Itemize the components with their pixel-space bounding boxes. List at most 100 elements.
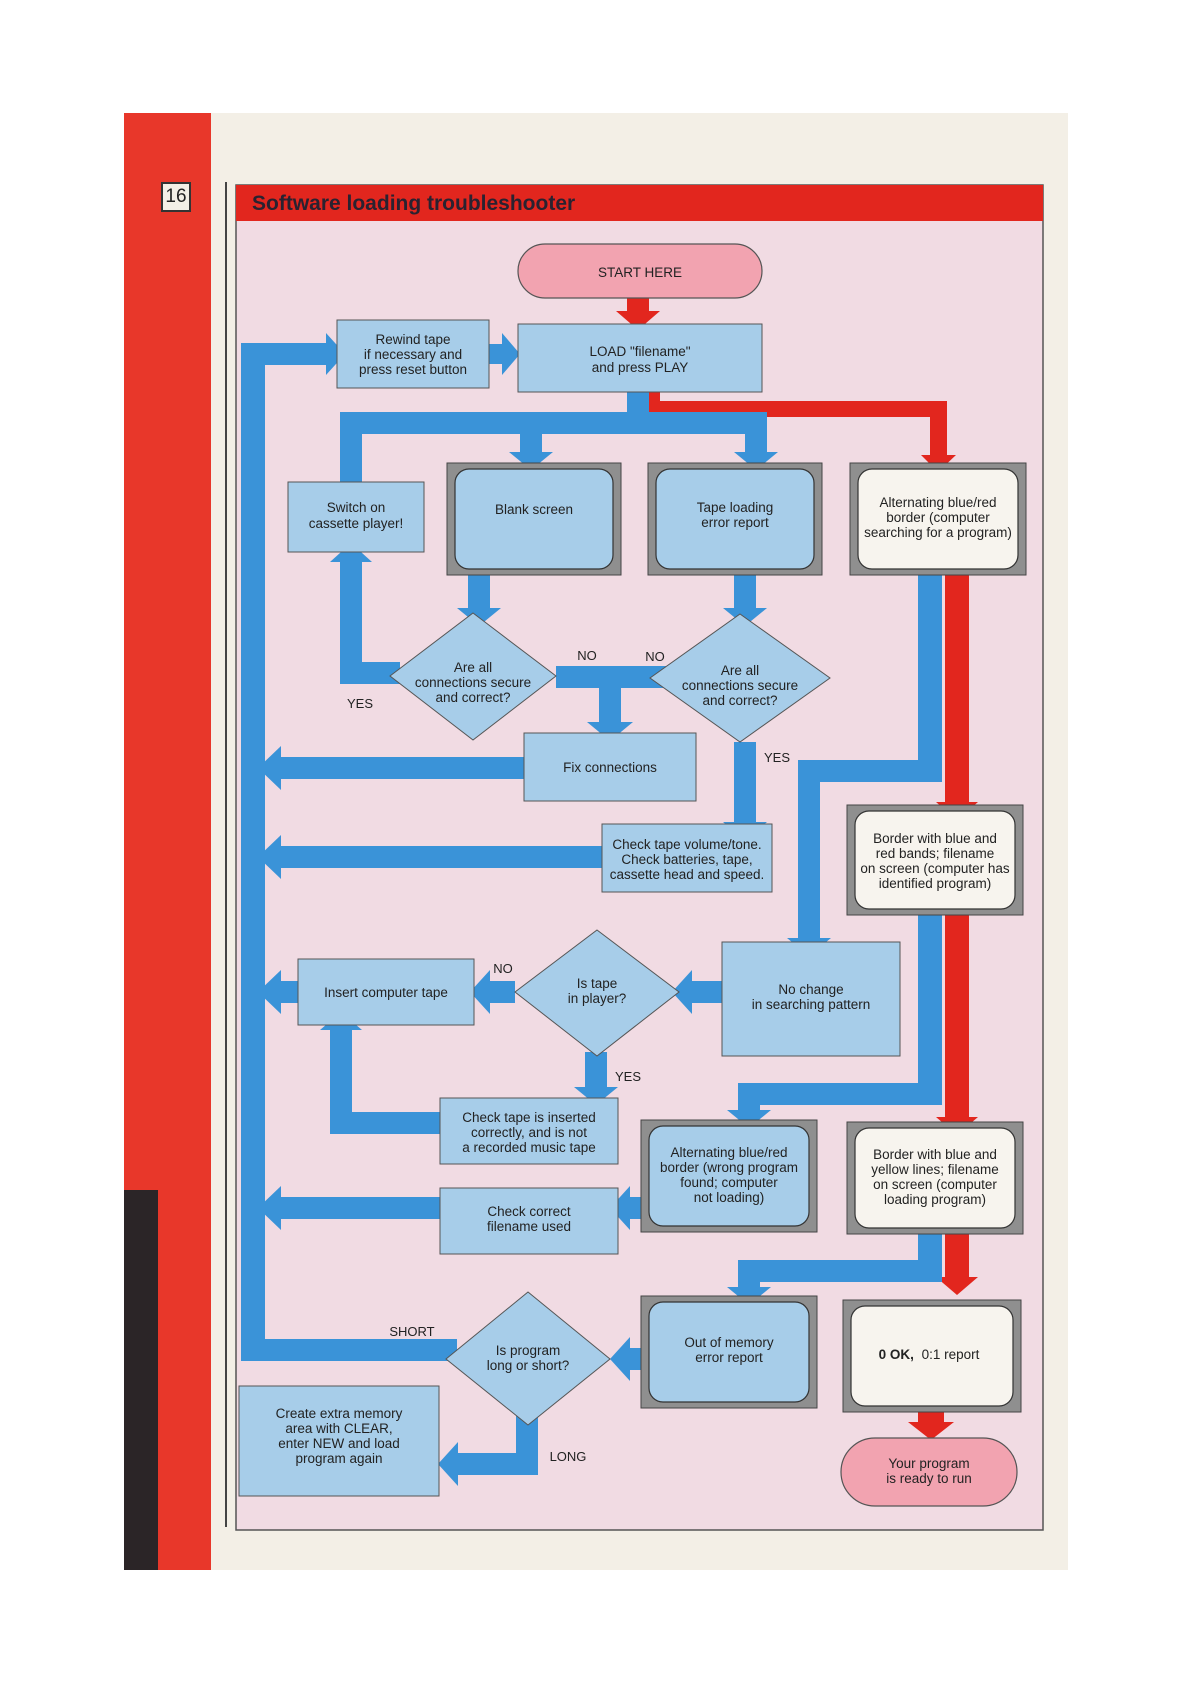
conn-right-line-3: and correct?: [702, 693, 777, 708]
check-inserted-line-3: a recorded music tape: [462, 1140, 596, 1155]
blue-arrows: [241, 333, 942, 1486]
is-tape-line-2: in player?: [568, 991, 627, 1006]
rewind-line-1: Rewind tape: [375, 332, 450, 347]
blue-arrow: [340, 560, 362, 684]
blue-arrowhead: [502, 333, 520, 375]
red-arrow: [945, 575, 969, 805]
blue-arrow: [340, 412, 362, 490]
blue-arrow: [520, 412, 542, 456]
blue-arrow: [738, 1083, 942, 1105]
start-terminal: [517, 243, 763, 299]
label-long: LONG: [550, 1449, 587, 1464]
out-of-memory-line-2: error report: [695, 1350, 763, 1365]
check-inserted-line-1: Check tape is inserted: [462, 1110, 596, 1125]
label-no-tape: NO: [493, 961, 513, 976]
alt-search-line-3: searching for a program): [864, 525, 1012, 540]
frame-rule: [225, 182, 227, 1527]
blue-arrow: [734, 742, 756, 826]
page-number: 16: [161, 182, 191, 212]
return-line: [241, 343, 265, 1361]
blue-arrowhead: [470, 970, 490, 1014]
ready-line-2: is ready to run: [886, 1471, 972, 1486]
check-tape-volume-box: [601, 823, 773, 893]
blue-arrowhead: [258, 970, 281, 1014]
blue-arrow: [330, 1028, 352, 1134]
insert-tape-box: [297, 958, 475, 1026]
blue-arrow: [278, 846, 608, 868]
is-tape-line-1: Is tape: [577, 976, 618, 991]
check-tape-line-2: Check batteries, tape,: [621, 852, 752, 867]
extra-memory-line-4: program again: [295, 1451, 382, 1466]
diagram-title: Software loading troubleshooter: [252, 192, 575, 215]
alt-wrong-line-1: Alternating blue/red: [670, 1145, 787, 1160]
red-arrowhead: [908, 1422, 954, 1440]
out-of-memory-box: [648, 1301, 810, 1403]
red-arrowhead: [936, 1277, 978, 1295]
is-long-line-1: Is program: [496, 1343, 561, 1358]
ok-report-text: 0:1 report: [922, 1347, 980, 1362]
alt-search-line-2: border (computer: [886, 510, 990, 525]
switch-on-line-1: Switch on: [327, 500, 386, 515]
label-no-right: NO: [645, 649, 665, 664]
blue-arrow: [241, 1339, 457, 1361]
blank-screen-label: Blank screen: [495, 502, 573, 517]
border-yellow-line-3: on screen (computer: [873, 1177, 997, 1192]
conn-left-line-2: connections secure: [415, 675, 531, 690]
label-short: SHORT: [389, 1324, 434, 1339]
blue-arrow: [738, 1260, 760, 1290]
label-yes-tape: YES: [615, 1069, 641, 1084]
ok-code: 0 OK,: [879, 1347, 914, 1362]
is-tape-diamond: [514, 929, 680, 1057]
blue-arrow: [340, 412, 760, 434]
label-yes-left: YES: [347, 696, 373, 711]
blue-arrowhead: [258, 1186, 281, 1230]
conn-right-line-2: connections secure: [682, 678, 798, 693]
extra-memory-box: [238, 1385, 440, 1497]
red-arrow: [930, 401, 947, 456]
connections-left-diamond: [389, 612, 557, 741]
tape-error-line-1: Tape loading: [697, 500, 774, 515]
blue-arrowhead: [610, 1337, 630, 1381]
alt-search-box: [857, 468, 1019, 570]
border-yellow-box: [854, 1127, 1016, 1229]
tape-error-box: [655, 468, 815, 570]
border-yellow-line-4: loading program): [884, 1192, 986, 1207]
title-bar: [236, 185, 1043, 221]
blue-arrow: [585, 1052, 607, 1090]
load-line-1: LOAD "filename": [589, 344, 690, 359]
blue-arrow: [918, 575, 942, 770]
blue-arrow: [456, 1453, 538, 1475]
blue-arrow: [278, 757, 534, 779]
conn-right-line-1: Are all: [721, 663, 759, 678]
blue-arrow: [745, 412, 767, 456]
no-change-box: [721, 941, 901, 1057]
red-arrow: [945, 1230, 969, 1280]
extra-memory-line-1: Create extra memory: [276, 1406, 403, 1421]
spine-shadow: [124, 1190, 158, 1570]
is-long-line-2: long or short?: [487, 1358, 570, 1373]
extra-memory-line-3: enter NEW and load: [278, 1436, 400, 1451]
rewind-line-2: if necessary and: [364, 347, 462, 362]
no-change-line-1: No change: [778, 982, 843, 997]
check-tape-line-3: cassette head and speed.: [610, 867, 765, 882]
ready-line-1: Your program: [888, 1456, 969, 1471]
no-change-line-2: in searching pattern: [752, 997, 871, 1012]
switch-on-box: [287, 481, 425, 553]
conn-left-line-1: Are all: [454, 660, 492, 675]
rewind-line-3: press reset button: [359, 362, 467, 377]
alt-wrong-line-4: not loading): [694, 1190, 765, 1205]
check-inserted-line-2: correctly, and is not: [471, 1125, 587, 1140]
blue-arrowhead: [734, 452, 778, 470]
blue-arrow: [918, 915, 942, 1095]
start-label: START HERE: [598, 265, 682, 280]
blue-arrowhead: [672, 970, 692, 1014]
border-red-box: [854, 810, 1016, 910]
switch-on-line-2: cassette player!: [309, 516, 404, 531]
red-arrowhead: [616, 311, 660, 330]
alt-wrong-line-3: found; computer: [680, 1175, 778, 1190]
check-filename-line-2: filename used: [487, 1219, 571, 1234]
blue-arrowhead: [587, 722, 633, 741]
blue-arrowhead: [509, 452, 553, 470]
border-red-line-1: Border with blue and: [873, 831, 997, 846]
